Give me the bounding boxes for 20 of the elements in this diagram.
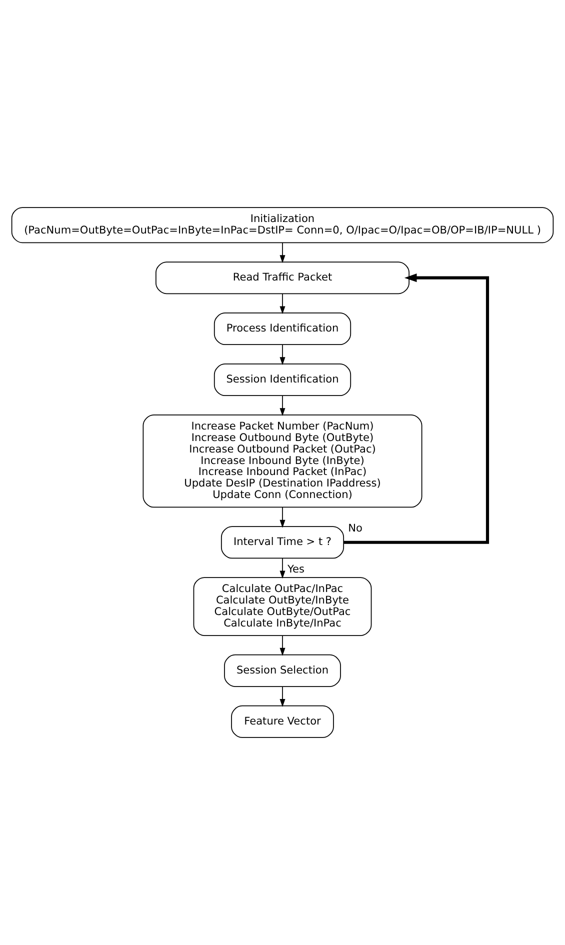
arrow [344,274,490,544]
arrow [280,293,286,314]
node-box: Read Traffic Packet [156,262,410,294]
node-box: Session Selection [224,654,341,687]
arrow [280,558,286,579]
arrow [280,506,286,528]
arrow [280,686,286,707]
edge-label: No [348,522,362,535]
node-box: Initialization (PacNum=OutByte=OutPac=InByte=InPac=DstIP= Conn=0, O/Ipac=O/Ipac=OB/OP=IB/IP=NULL ) [11,207,554,244]
edge-label: Yes [287,563,304,576]
arrow [280,395,286,416]
arrow [280,635,286,656]
arrow [280,344,286,366]
node-box: Process Identification [214,312,352,346]
node-box: Calculate OutPac/InPac Calculate OutByte/InByte Calculate OutByte/OutPac Calculate InByte/InPac [193,577,372,636]
node-box: Session Identification [214,364,352,396]
arrow [280,242,286,264]
node-box: Increase Packet Number (PacNum) Increase Outbound Byte (OutByte) Increase Outbound Packet (OutPac) Increase Inbound Byte (InByte) Increase Inbound Packet (InPac) Update DesIP (Destination IPaddress) Update Conn (Connection) [142,414,422,508]
node-box: Interval Time > t ? [220,526,344,559]
node-box: Feature Vector [231,705,334,738]
